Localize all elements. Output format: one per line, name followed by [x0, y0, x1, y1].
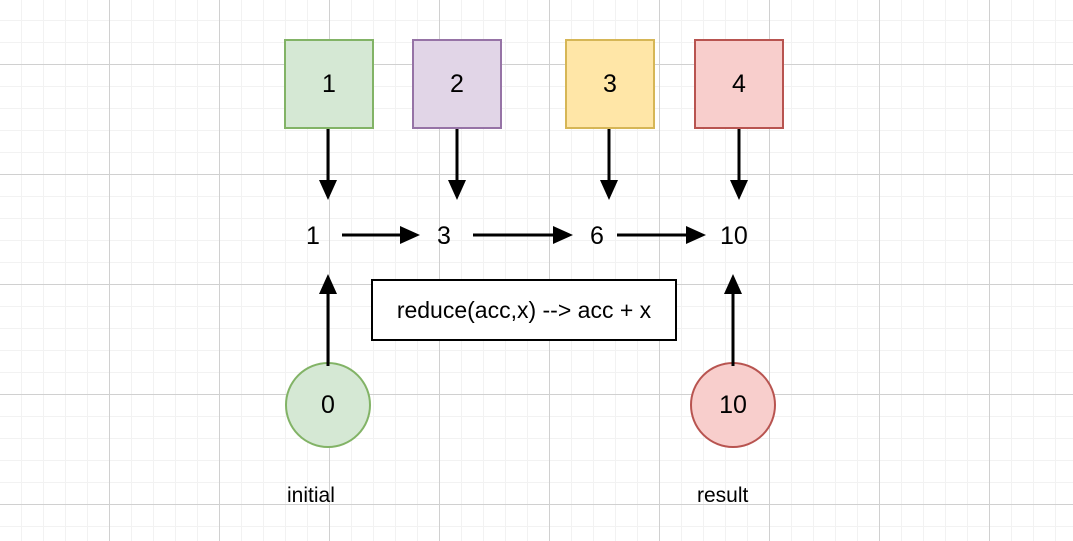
- item-box-4[interactable]: 4: [694, 39, 784, 129]
- item-box-3[interactable]: 3: [565, 39, 655, 129]
- reduce-formula-box[interactable]: reduce(acc,x) --> acc + x: [371, 279, 677, 341]
- initial-circle[interactable]: 0: [285, 362, 371, 448]
- reduce-formula-text: reduce(acc,x) --> acc + x: [396, 296, 652, 323]
- accumulator-value-1: 1: [306, 221, 320, 250]
- item-box-2[interactable]: 2: [412, 39, 502, 129]
- result-circle[interactable]: 10: [690, 362, 776, 448]
- item-box-1[interactable]: 1: [284, 39, 374, 129]
- accumulator-value-2: 3: [437, 221, 451, 250]
- initial-caption: initial: [287, 483, 335, 507]
- result-caption: result: [697, 483, 749, 507]
- accumulator-value-3: 6: [590, 221, 604, 250]
- accumulator-value-4: 10: [720, 221, 748, 250]
